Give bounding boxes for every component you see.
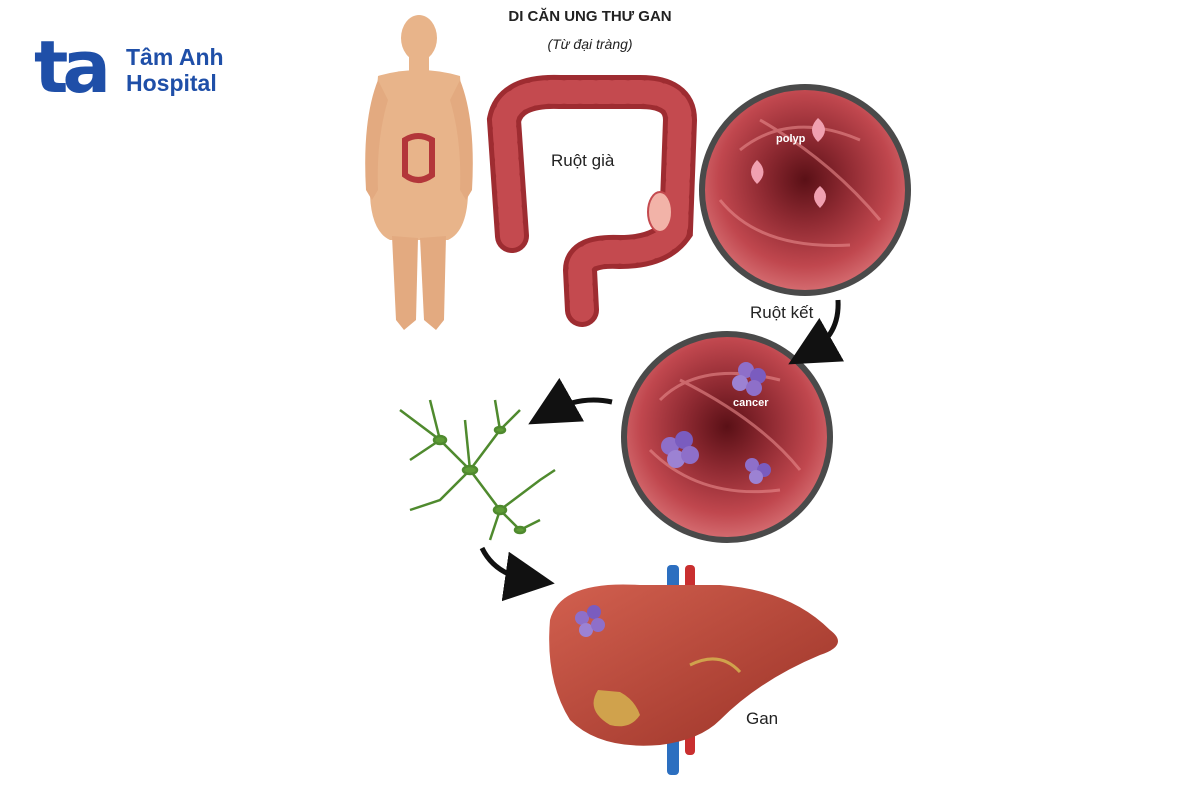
arrow-lymph-to-liver — [479, 546, 555, 602]
tumor-cluster-2 — [661, 431, 699, 468]
tumor-cluster-1 — [732, 362, 766, 396]
arrow-colon-to-cancer — [788, 299, 845, 365]
arrow-cancer-to-lymph — [528, 377, 613, 425]
liver-tumor — [575, 605, 605, 637]
logo-line-1: Tâm Anh — [126, 44, 224, 70]
diagram-subtitle: (Từ đại tràng) — [547, 36, 633, 52]
liver-label: Gan — [746, 709, 779, 728]
tumor-cluster-3 — [745, 458, 771, 484]
logo-line-2: Hospital — [126, 70, 217, 96]
diagram-title: DI CĂN UNG THƯ GAN — [508, 8, 672, 25]
polyp-label: polyp — [776, 133, 806, 145]
lymphatic-network — [399, 399, 556, 541]
logo-wordmark: Tâm Anh Hospital — [126, 44, 224, 96]
colon-label: Ruột kết — [750, 303, 814, 322]
cancer-cross-section: cancer — [621, 331, 833, 543]
logo-mark: ta — [34, 25, 111, 109]
human-body — [365, 15, 473, 330]
cancer-label: cancer — [733, 397, 769, 409]
hospital-logo: ta Tâm Anh Hospital — [34, 25, 234, 109]
large-intestine-label: Ruột già — [551, 151, 615, 170]
polyp-cross-section: polyp — [699, 84, 911, 296]
large-intestine-illustration — [486, 74, 698, 327]
liver-illustration — [549, 565, 838, 775]
